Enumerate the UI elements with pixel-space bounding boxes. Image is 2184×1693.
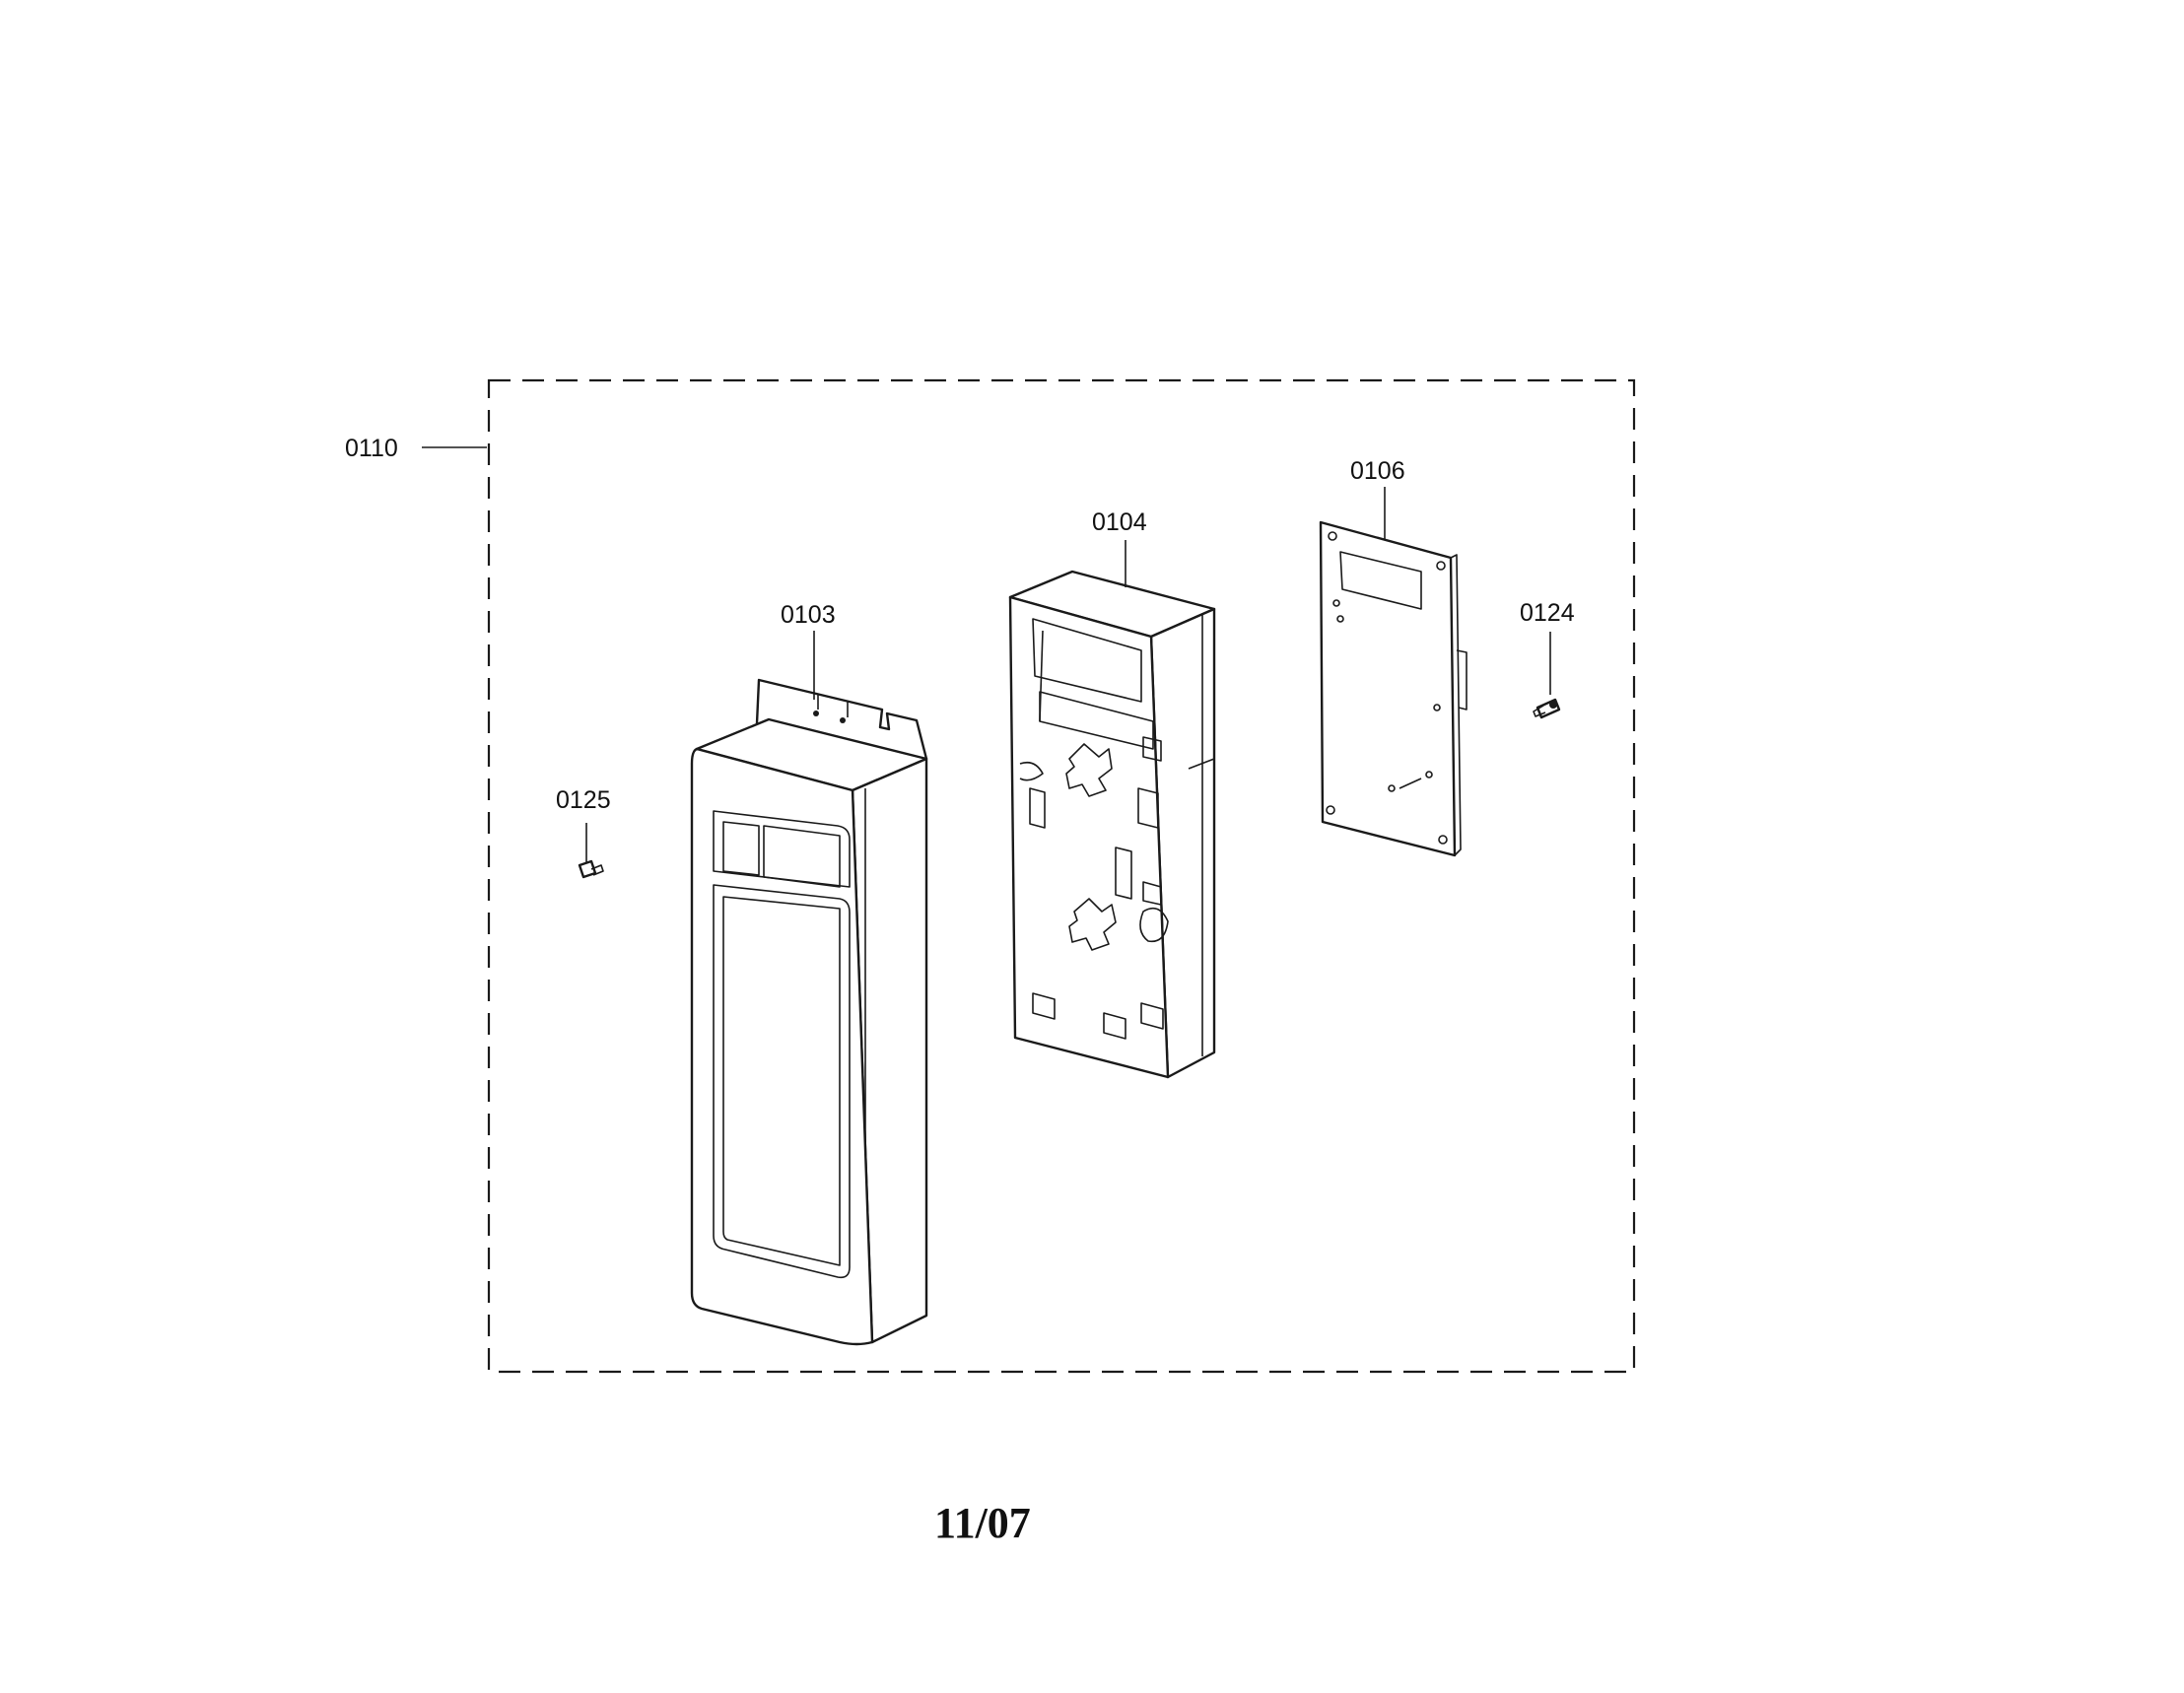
label-0124: 0124 — [1520, 599, 1575, 627]
pcb-0106 — [1319, 520, 1467, 857]
screw-0124 — [1533, 632, 1561, 719]
label-0125: 0125 — [556, 786, 611, 814]
label-0106: 0106 — [1350, 457, 1405, 485]
screw-0125 — [578, 823, 604, 879]
footer-date: 11/07 — [934, 1499, 1031, 1547]
panel-frame-0104 — [1008, 570, 1216, 1079]
label-0110: 0110 — [345, 435, 398, 462]
front-panel-0103 — [690, 678, 928, 1346]
label-0104: 0104 — [1092, 508, 1147, 536]
assembly-boundary — [487, 378, 1636, 1374]
label-0103: 0103 — [781, 601, 836, 629]
